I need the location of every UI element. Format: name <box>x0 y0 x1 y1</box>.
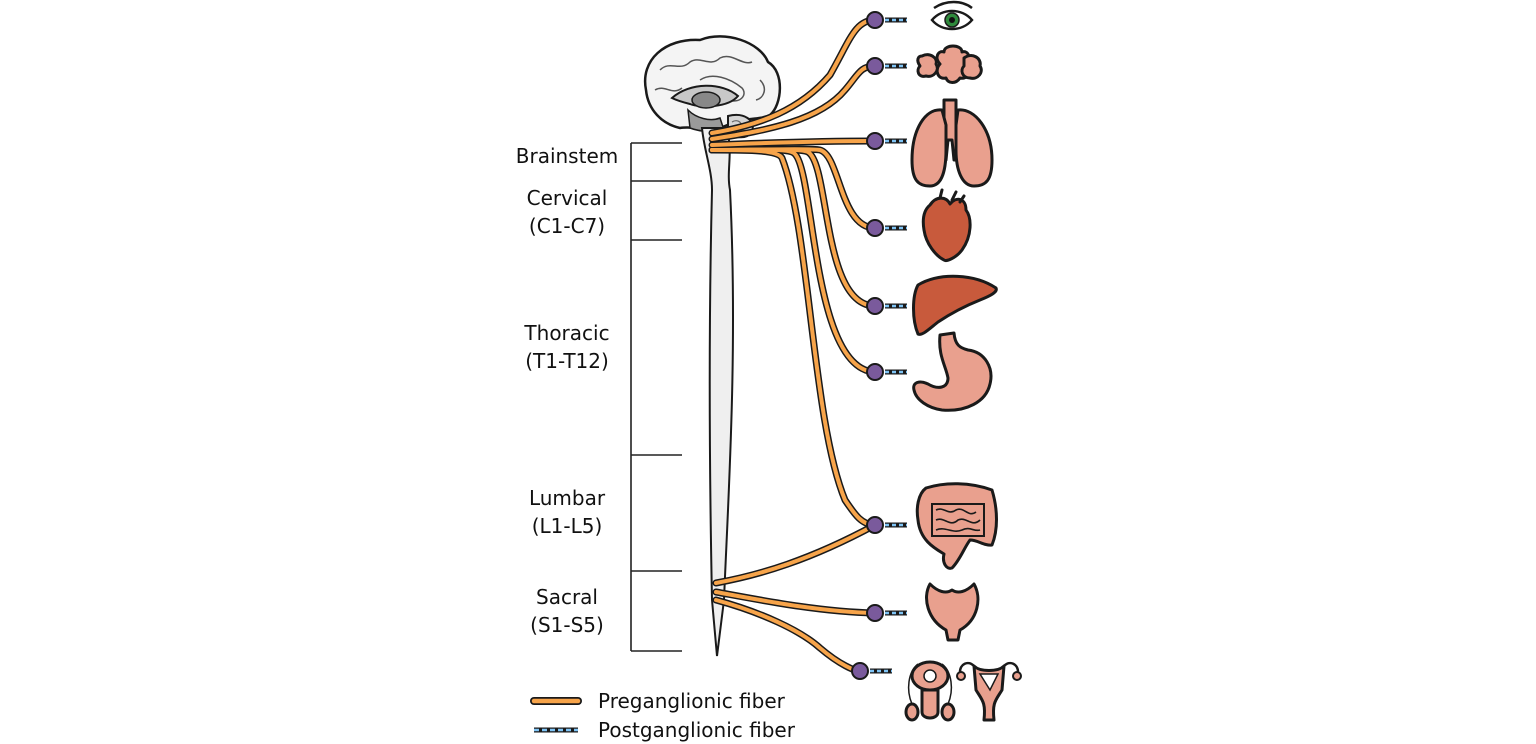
region-thoracic-range: (T1-T12) <box>525 349 609 373</box>
ganglion-reproductive <box>852 663 892 679</box>
bladder-icon <box>925 582 980 642</box>
legend-postganglionic-label: Postganglionic fiber <box>598 718 796 742</box>
ganglion-eye <box>867 12 907 28</box>
intestines-icon <box>915 482 998 570</box>
region-sacral-range: (S1-S5) <box>530 613 604 637</box>
ganglion-intestines <box>867 517 907 533</box>
region-bracket <box>630 142 682 652</box>
ganglion-bladder <box>867 605 907 621</box>
salivary-glands-icon <box>916 44 983 84</box>
region-lumbar-range: (L1-L5) <box>532 514 603 538</box>
eye-icon <box>930 0 974 31</box>
reproductive-organs-icon <box>904 660 1022 722</box>
region-sacral-label: Sacral <box>536 585 598 609</box>
region-lumbar-label: Lumbar <box>529 486 606 510</box>
region-brainstem-label: Brainstem <box>516 144 618 168</box>
region-cervical-label: Cervical <box>527 186 608 210</box>
region-cervical-range: (C1-C7) <box>529 214 605 238</box>
ganglion-lungs <box>867 133 907 149</box>
stomach-icon <box>912 331 993 412</box>
ganglion-stomach <box>867 364 907 380</box>
ganglion-heart <box>867 220 907 236</box>
ganglion-salivary <box>867 58 907 74</box>
lungs-icon <box>910 98 994 188</box>
region-labels: Brainstem Cervical (C1-C7) Thoracic (T1-… <box>516 144 618 637</box>
preganglionic-fibers <box>708 16 879 675</box>
legend: Preganglionic fiber Postganglionic fiber <box>530 689 796 742</box>
ganglia <box>852 12 907 679</box>
spinal-cord <box>700 127 735 657</box>
heart-icon <box>921 188 972 262</box>
ganglion-liver <box>867 298 907 314</box>
liver-icon <box>912 274 998 336</box>
region-thoracic-label: Thoracic <box>523 321 609 345</box>
legend-preganglionic-label: Preganglionic fiber <box>598 689 786 713</box>
